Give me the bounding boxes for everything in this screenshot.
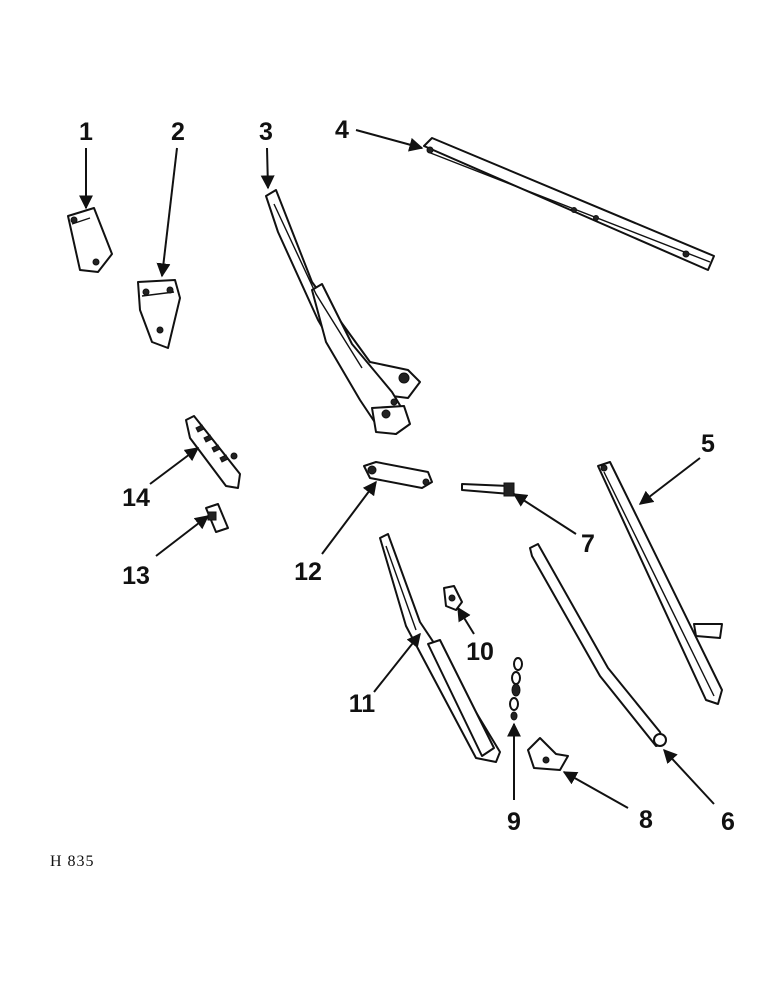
reference-code: H 835: [50, 853, 95, 870]
callout-5: 5: [701, 430, 715, 458]
callout-6: 6: [721, 808, 735, 836]
leader-lines: [79, 129, 715, 809]
leader-7: [512, 493, 577, 535]
leader-11: [373, 632, 421, 693]
part-9-chain: [509, 657, 523, 721]
part-10-clip: [443, 585, 463, 611]
callout-3: 3: [259, 118, 273, 146]
part-5-channel: [597, 461, 723, 705]
callout-11: 11: [349, 690, 376, 718]
leader-5: [638, 457, 701, 505]
callout-8: 8: [639, 806, 653, 834]
leader-3: [260, 147, 275, 190]
callout-4: 4: [335, 116, 349, 144]
callout-13: 13: [122, 562, 150, 590]
leader-14: [149, 447, 200, 485]
leader-4: [355, 129, 424, 152]
leader-13: [155, 515, 210, 557]
leader-6: [663, 748, 715, 805]
part-12-link: [363, 461, 433, 489]
part-4-angle-bar: [423, 137, 715, 271]
part-7-pin: [461, 482, 515, 497]
callout-1: 1: [79, 118, 93, 146]
leader-10: [457, 606, 475, 635]
callout-7: 7: [581, 530, 595, 558]
part-3-reel-arm: [265, 189, 421, 435]
leader-12: [321, 480, 377, 555]
callout-labels: 1 2 3 4 5 6 7 8 9 10 11 12 13 14: [79, 116, 735, 836]
part-14-toothed-bracket: [185, 415, 241, 489]
callout-2: 2: [171, 118, 185, 146]
callout-9: 9: [507, 808, 521, 836]
part-8-bracket: [527, 737, 569, 771]
part-13-block: [205, 503, 229, 533]
leader-8: [562, 771, 629, 809]
part-6-curved-rod: [529, 543, 667, 747]
part-2-plate: [137, 279, 181, 349]
part-1-bracket: [67, 207, 113, 273]
leader-2: [156, 147, 178, 278]
callout-14: 14: [122, 484, 150, 512]
callout-10: 10: [466, 638, 494, 666]
callout-12: 12: [294, 558, 322, 586]
